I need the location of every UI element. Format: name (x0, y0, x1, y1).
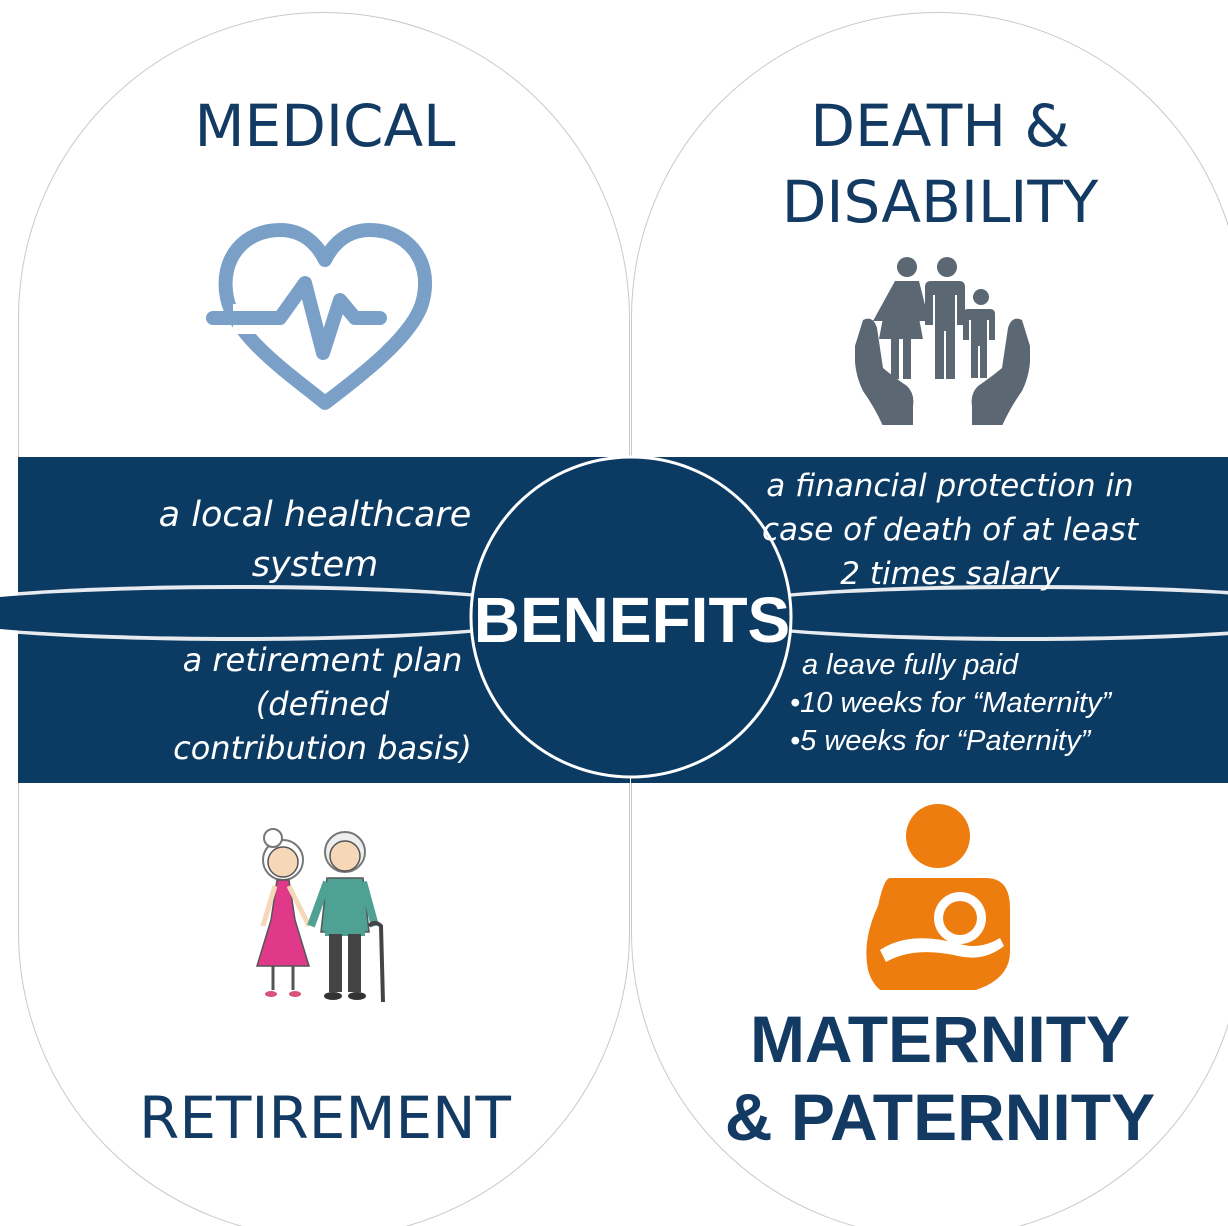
family-in-hands-icon (855, 255, 1030, 425)
right-band-divider-fill (705, 589, 1228, 637)
heart-pulse-icon (205, 218, 445, 418)
medical-description: a local healthcare system (158, 495, 472, 585)
death-disability-title: DEATH & DISABILITY (781, 92, 1099, 236)
retirement-description: a retirement plan (defined contribution … (173, 641, 472, 767)
benefits-center-title: BENEFITS (473, 584, 791, 656)
center-circle (469, 455, 793, 779)
elderly-couple-icon (245, 822, 395, 1012)
left-band-divider-fill (0, 589, 558, 637)
medical-title: MEDICAL (194, 92, 456, 160)
maternity-paternity-title: MATERNITY & PATERNITY (724, 1002, 1156, 1154)
death-disability-description: a financial protection in case of death … (762, 468, 1138, 592)
maternity-paternity-description: a leave fully paid •10 weeks for “Matern… (790, 649, 1112, 757)
retirement-title: RETIREMENT (139, 1084, 511, 1152)
mother-nursing-icon (860, 800, 1020, 990)
